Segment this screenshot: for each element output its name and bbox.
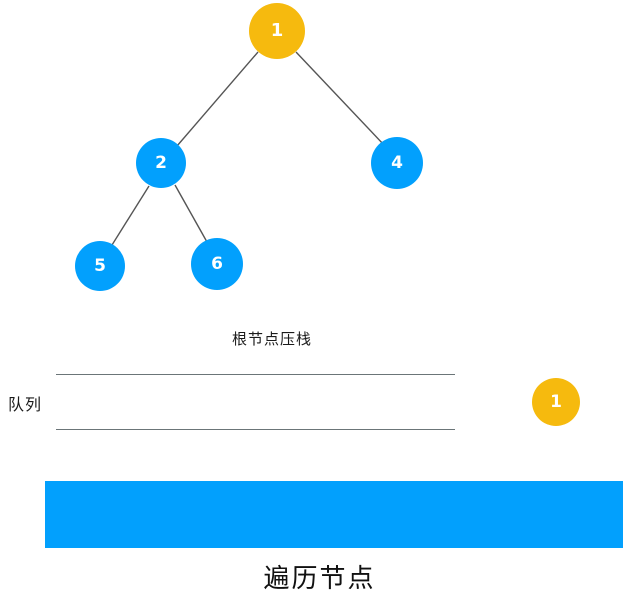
tree-node-2[interactable]: 2 (136, 138, 186, 188)
tree-node-5[interactable]: 5 (75, 241, 125, 291)
tree-node-4[interactable]: 4 (371, 137, 423, 189)
tree-node-1-label: 1 (270, 20, 284, 41)
edge-1-to-4 (295, 51, 386, 147)
queue-token-1-label: 1 (550, 391, 562, 412)
tree-node-2-label: 2 (155, 152, 167, 173)
edge-2-to-5 (111, 185, 150, 246)
traverse-caption: 遍历节点 (263, 564, 376, 594)
tree-edges-layer (111, 51, 386, 246)
tree-node-5-label: 5 (94, 255, 106, 276)
edge-2-to-6 (174, 184, 208, 243)
tree-node-6[interactable]: 6 (191, 238, 243, 290)
tree-node-1[interactable]: 1 (249, 3, 305, 59)
edge-1-to-2 (176, 51, 259, 147)
traverse-progress-bar (45, 481, 623, 548)
tree-node-4-label: 4 (391, 152, 403, 173)
root-push-caption: 根节点压栈 (232, 330, 313, 348)
queue-token-1[interactable]: 1 (532, 378, 580, 426)
tree-node-6-label: 6 (211, 253, 223, 274)
queue-track-bottom-rule (56, 429, 455, 430)
queue-track-top-rule (56, 374, 455, 375)
queue-label: 队列 (8, 395, 43, 414)
